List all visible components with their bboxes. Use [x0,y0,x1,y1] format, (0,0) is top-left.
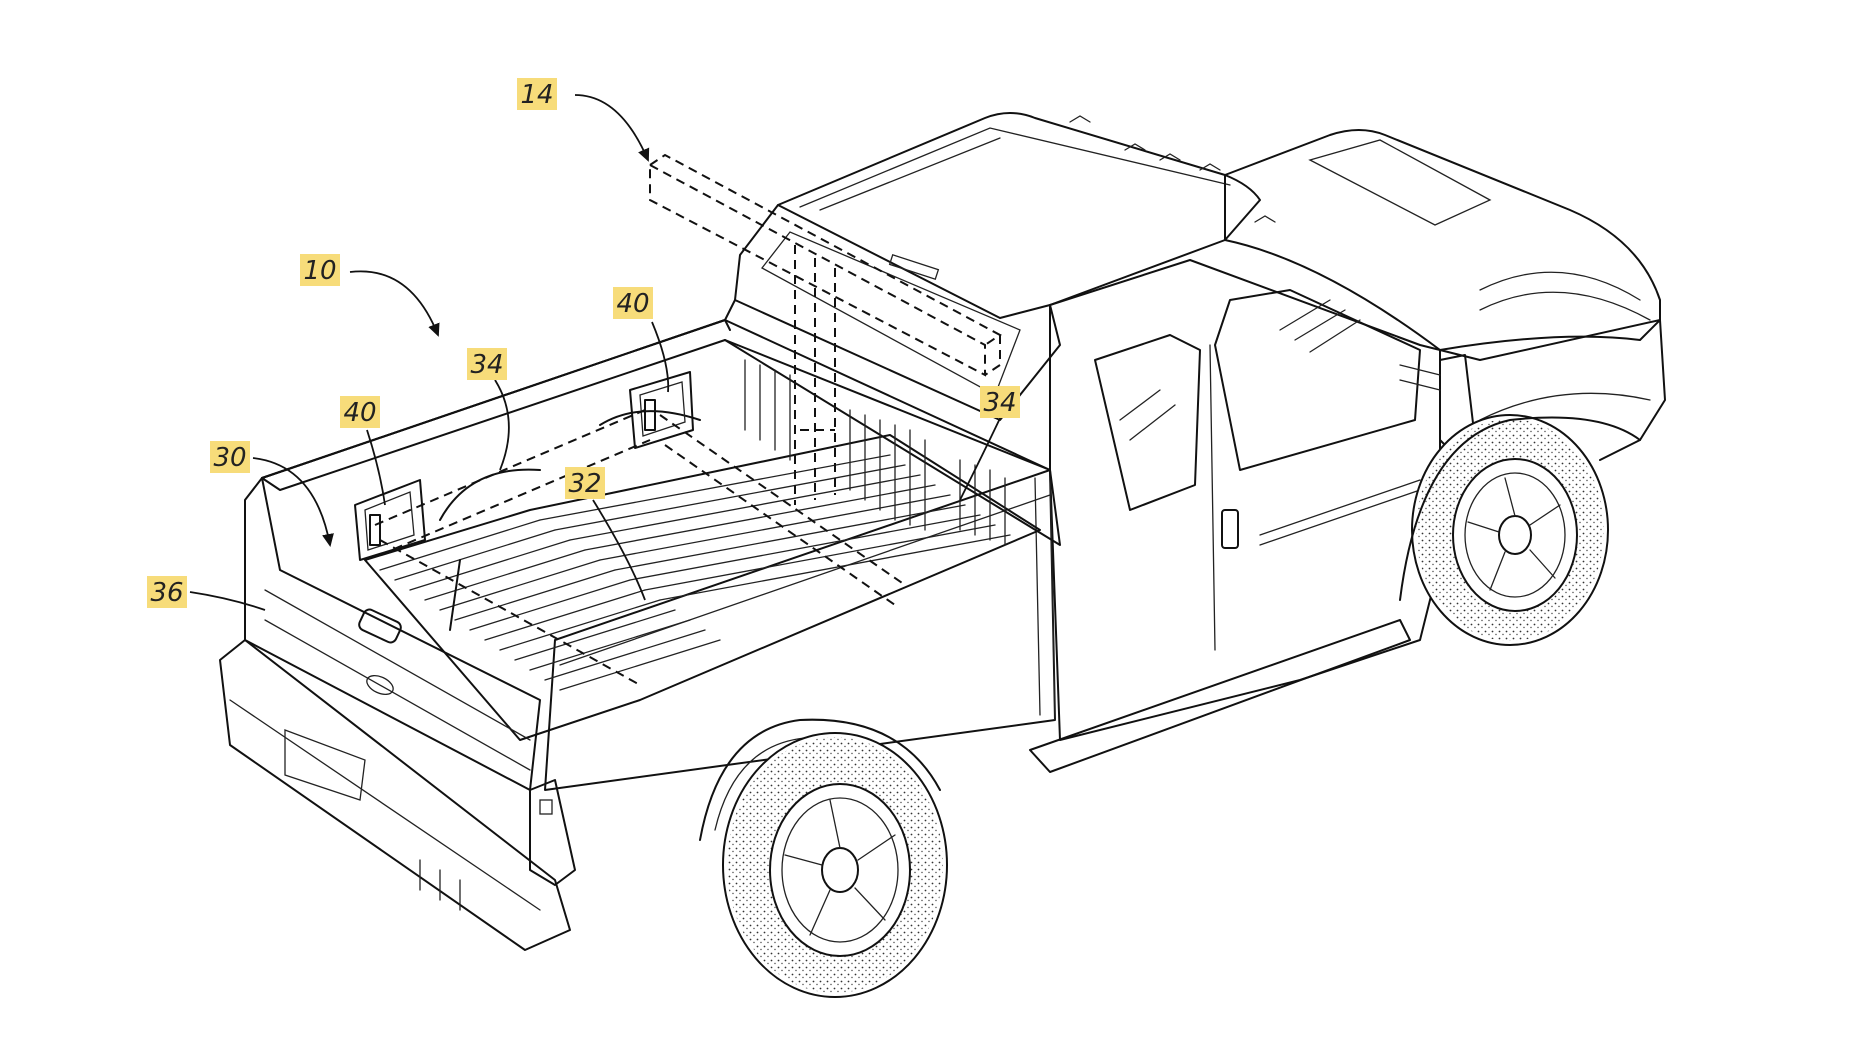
mount-bracket-near [354,479,426,561]
hood [1224,129,1661,361]
mount-bracket-far [629,371,694,449]
svg-text:40: 40 [343,398,376,428]
label-14: 14 [517,78,557,110]
svg-text:10: 10 [303,256,336,286]
cab-rear-wall [734,204,1061,421]
label-10: 10 [300,254,340,286]
leader-lines [189,94,1004,611]
door-handle [1221,509,1239,549]
label-34-right: 34 [980,386,1020,418]
svg-text:34: 34 [983,388,1016,418]
label-40-far: 40 [613,287,653,319]
reference-labels: 14 10 40 34 40 30 32 34 [147,78,1020,608]
rear-side-window [1094,334,1201,511]
truck-body [219,112,1666,998]
svg-text:30: 30 [213,443,246,473]
label-32: 32 [565,467,605,499]
label-30: 30 [210,441,250,473]
label-34-left: 34 [467,348,507,380]
cab-roof [777,112,1261,319]
front-wheel [1411,414,1609,646]
svg-text:36: 36 [150,578,183,608]
svg-text:34: 34 [470,350,503,380]
cab-side [1049,259,1441,741]
bed-floor [364,434,1041,741]
tailgate-handle [358,608,402,644]
svg-text:14: 14 [520,80,553,110]
bed-front-wall [724,339,1051,546]
tail-light [529,779,576,886]
label-40-near: 40 [340,396,380,428]
running-board [1029,619,1411,773]
front-side-window [1214,289,1421,471]
svg-text:32: 32 [568,469,601,499]
svg-text:40: 40 [616,289,649,319]
rear-bumper [219,639,571,951]
dashed-rack-assembly [374,153,1002,686]
label-36: 36 [147,576,187,608]
rear-wheel [722,732,948,998]
bed-rail-near [261,319,1061,546]
